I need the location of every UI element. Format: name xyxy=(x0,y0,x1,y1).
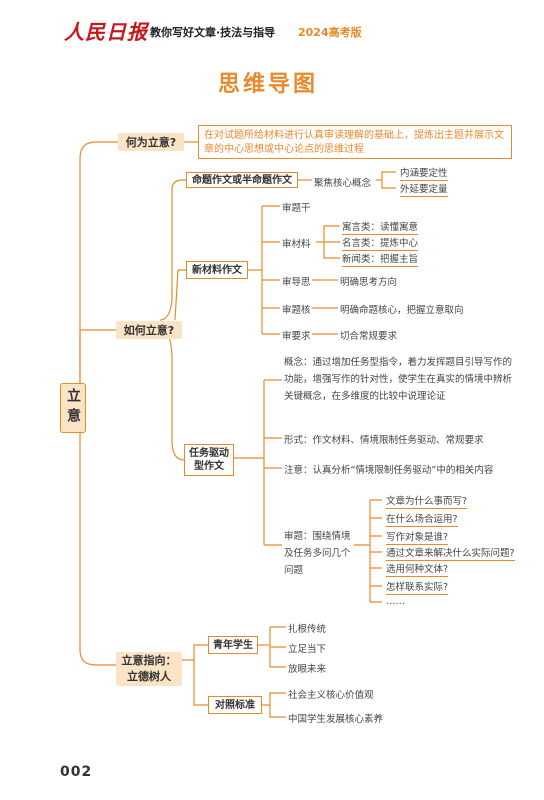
req-desc: 切合常规要求 xyxy=(340,331,398,342)
standard-box: 对照标准 xyxy=(208,696,262,714)
standard-item: 中国学生发展核心素养 xyxy=(288,714,384,725)
review-stem: 审题干 xyxy=(282,203,311,214)
connotation-item: 内涵要定性 xyxy=(400,165,448,181)
publication-logo: 人民日报 xyxy=(64,20,148,44)
extension-item: 外延要定量 xyxy=(400,181,448,197)
youth-students-box: 青年学生 xyxy=(208,636,258,654)
question-item: 写作对象是谁? xyxy=(386,529,449,545)
question-item: 怎样联系实际? xyxy=(386,579,449,595)
youth-item: 放眼未来 xyxy=(288,664,327,675)
page-title: 思维导图 xyxy=(218,72,319,97)
material-quote: 名言类：提炼中心 xyxy=(342,235,419,251)
direction-line2: 立德树人 xyxy=(127,670,171,683)
task-form: 形式：作文材料、情境限制任务驱动、常规要求 xyxy=(284,435,484,446)
review-material: 审材料 xyxy=(282,239,311,250)
node-lizhi-direction: 立意指向： 立德树人 xyxy=(116,652,182,686)
task-driven-essay-box: 任务驱动型作文 xyxy=(184,444,234,476)
task-concept: 概念：通过增加任务型指令，着力发挥题目引导写作的功能，增强写作的针对性，使学生在… xyxy=(284,357,513,402)
question-ellipsis: …… xyxy=(386,596,405,607)
core-desc: 明确命题核心，把握立意取向 xyxy=(340,305,464,316)
question-item: 在什么场合运用? xyxy=(386,511,458,527)
task-review: 审题：围绕情境及任务多问几个问题 xyxy=(284,531,351,576)
question-item: 通过文章来解决什么实际问题? xyxy=(386,545,515,561)
material-fable: 寓言类：读懂寓意 xyxy=(342,219,419,235)
new-material-essay-box: 新材料作文 xyxy=(186,261,248,279)
node-what-is-lizhi: 何为立意? xyxy=(118,133,184,151)
definition-box: 在对试题所给材料进行认真审读理解的基础上，提炼出主题并展示文章的中心思想或中心论… xyxy=(198,125,512,159)
node-how-to-lizhi: 如何立意? xyxy=(116,321,182,339)
task-note: 注意：认真分析“情境限制任务驱动”中的相关内容 xyxy=(284,465,494,476)
youth-item: 立足当下 xyxy=(288,644,327,655)
root-node: 立意 xyxy=(60,383,86,433)
question-item: 选用何种文体? xyxy=(386,561,449,577)
page-number: 002 xyxy=(60,764,93,780)
question-item: 文章为什么事而写? xyxy=(386,493,468,509)
direction-line1: 立意指向： xyxy=(121,654,177,667)
material-news: 新闻类：把握主旨 xyxy=(342,251,419,267)
edition-label: 2024高考版 xyxy=(298,26,362,39)
youth-item: 扎根传统 xyxy=(288,624,327,635)
review-guide: 审导思 xyxy=(282,277,311,288)
review-req: 审要求 xyxy=(282,331,311,342)
series-title: 教你写好文章·技法与指导 xyxy=(150,26,276,39)
proposition-essay-box: 命题作文或半命题作文 xyxy=(186,172,298,188)
focus-core-concept: 聚焦核心概念 xyxy=(314,178,372,189)
guide-desc: 明确思考方向 xyxy=(340,277,398,288)
standard-item: 社会主义核心价值观 xyxy=(288,690,374,701)
review-core: 审题核 xyxy=(282,305,311,316)
